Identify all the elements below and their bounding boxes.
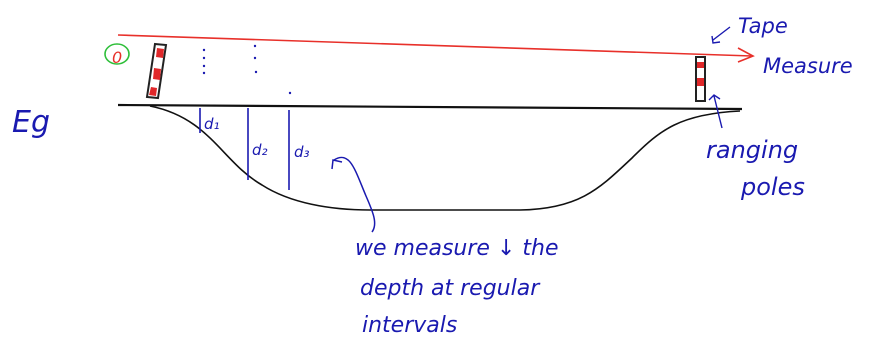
tape-label-line-1: Tape <box>738 14 788 38</box>
interval-dots <box>202 44 292 95</box>
left-ranging-pole <box>145 42 168 100</box>
start-marker-label: 0 <box>112 48 122 67</box>
right-ranging-pole <box>695 56 706 102</box>
depth-label-d3: d₃ <box>294 143 310 161</box>
note-pointer-arrowhead <box>331 159 343 170</box>
poles-label-line-2: poles <box>740 173 805 201</box>
ground-line <box>117 103 743 111</box>
river-bed-profile <box>149 105 741 211</box>
tape-arrowhead <box>737 47 755 63</box>
tape-label-line-2: Measure <box>763 54 853 78</box>
poles-label-line-1: ranging <box>706 136 798 164</box>
tape-measure-line <box>117 34 753 57</box>
note-line-3: intervals <box>362 313 457 338</box>
note-line-1: we measure ↓ the <box>355 236 558 261</box>
example-prefix: Eg <box>12 105 50 140</box>
note-line-2: depth at regular <box>360 276 541 301</box>
start-marker-circle <box>104 43 130 65</box>
tape-label-pointer <box>711 26 731 44</box>
depth-label-d1: d₁ <box>204 115 220 133</box>
poles-label-pointer <box>708 94 723 129</box>
depth-label-d2: d₂ <box>252 141 268 159</box>
note-pointer-arrow <box>333 156 376 233</box>
